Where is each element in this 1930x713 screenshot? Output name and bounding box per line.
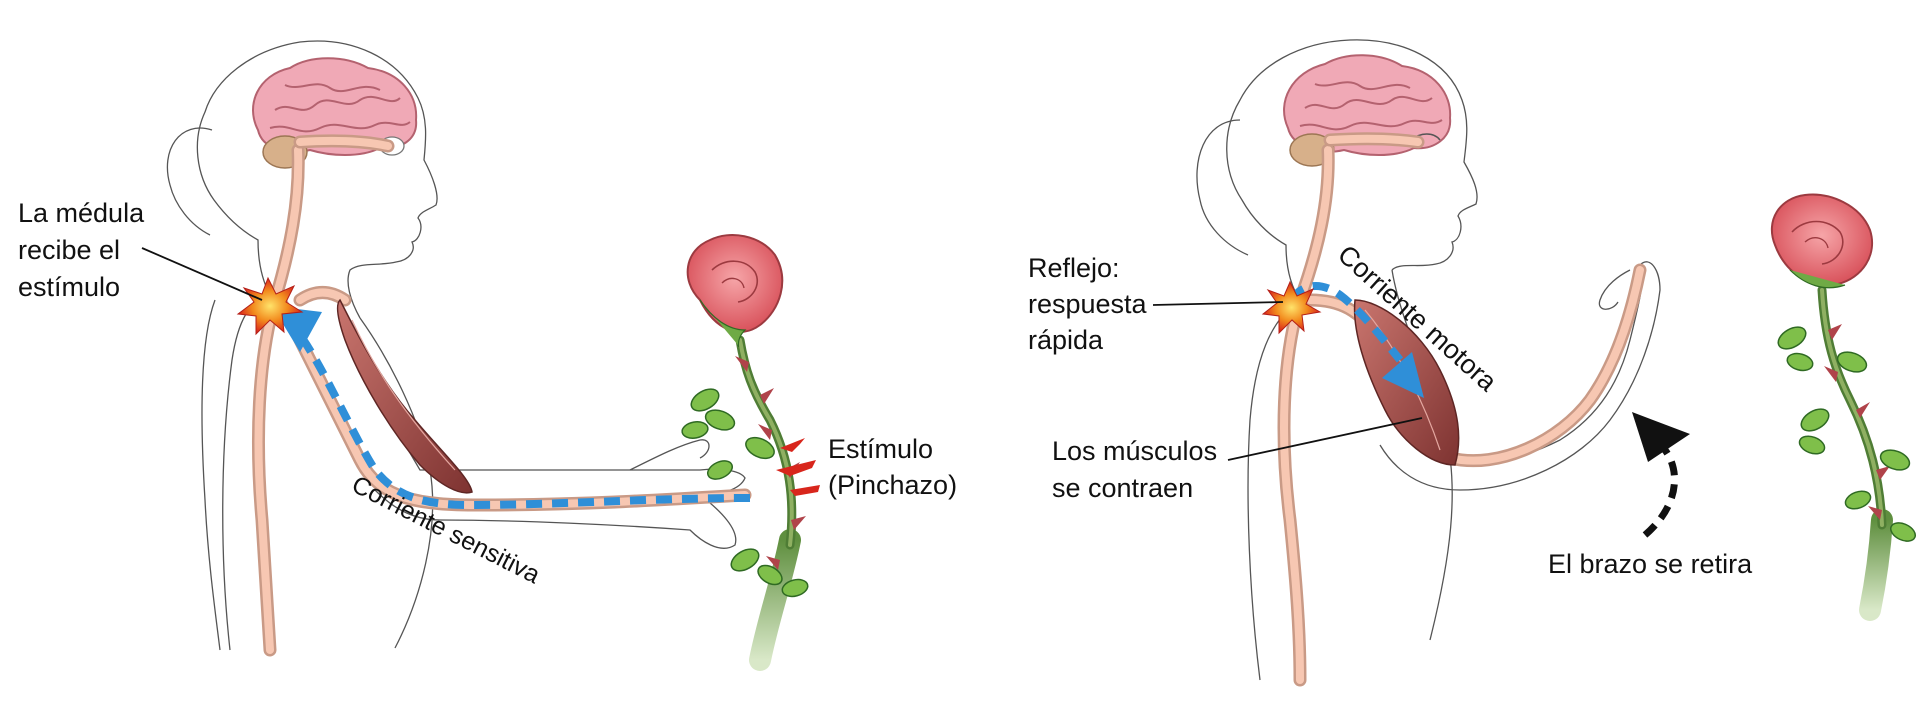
sensory-arrowhead bbox=[272, 306, 322, 352]
right-brain bbox=[1283, 54, 1452, 167]
motor-current-arrow bbox=[1288, 282, 1404, 363]
musculos-leader-line bbox=[1227, 417, 1423, 461]
right-body-outline bbox=[1226, 39, 1478, 681]
label-corriente-sensitiva: Corriente sensitiva bbox=[347, 470, 544, 589]
label-musculos-line1: Los músculos bbox=[1052, 436, 1217, 466]
right-ponytail bbox=[1196, 119, 1249, 256]
label-estimulo-line2: (Pinchazo) bbox=[828, 470, 957, 500]
stimulus-marks bbox=[776, 438, 820, 496]
label-reflejo-line2: respuesta bbox=[1028, 289, 1148, 319]
label-reflejo-line1: Reflejo: bbox=[1028, 253, 1120, 283]
withdraw-arrow bbox=[1632, 412, 1690, 538]
withdraw-arrowhead bbox=[1632, 412, 1690, 462]
right-rose bbox=[1770, 193, 1917, 621]
label-medula-line2: recibe el bbox=[18, 235, 120, 265]
right-spark-icon bbox=[1261, 280, 1322, 335]
label-musculos: Los músculos se contraen bbox=[1052, 436, 1225, 503]
label-brazo-se-retira: El brazo se retira bbox=[1548, 549, 1753, 579]
medula-leader-line bbox=[141, 247, 263, 301]
label-reflejo: Reflejo: respuesta rápida bbox=[1028, 253, 1154, 355]
label-estimulo-line1: Estímulo bbox=[828, 434, 933, 464]
left-figure: La médula recibe el estímulo Corriente s… bbox=[18, 40, 752, 657]
left-torso-back bbox=[201, 299, 221, 651]
label-medula-line1: La médula bbox=[18, 198, 145, 228]
left-rose bbox=[681, 234, 809, 671]
label-medula: La médula recibe el estímulo bbox=[18, 198, 152, 302]
label-reflejo-line3: rápida bbox=[1028, 325, 1104, 355]
label-medula-line3: estímulo bbox=[18, 272, 120, 302]
right-hand bbox=[1598, 269, 1631, 310]
right-figure: Reflejo: respuesta rápida Los músculos s… bbox=[1028, 39, 1661, 687]
left-rose-flower bbox=[686, 234, 784, 333]
left-ponytail bbox=[166, 127, 213, 236]
label-musculos-line2: se contraen bbox=[1052, 473, 1193, 503]
motor-arrowhead bbox=[1382, 352, 1424, 398]
left-hand-thumb bbox=[629, 439, 710, 471]
label-estimulo: Estímulo (Pinchazo) bbox=[828, 434, 957, 500]
sensory-current-arrow bbox=[296, 332, 751, 510]
reflejo-leader-line bbox=[1152, 301, 1284, 306]
